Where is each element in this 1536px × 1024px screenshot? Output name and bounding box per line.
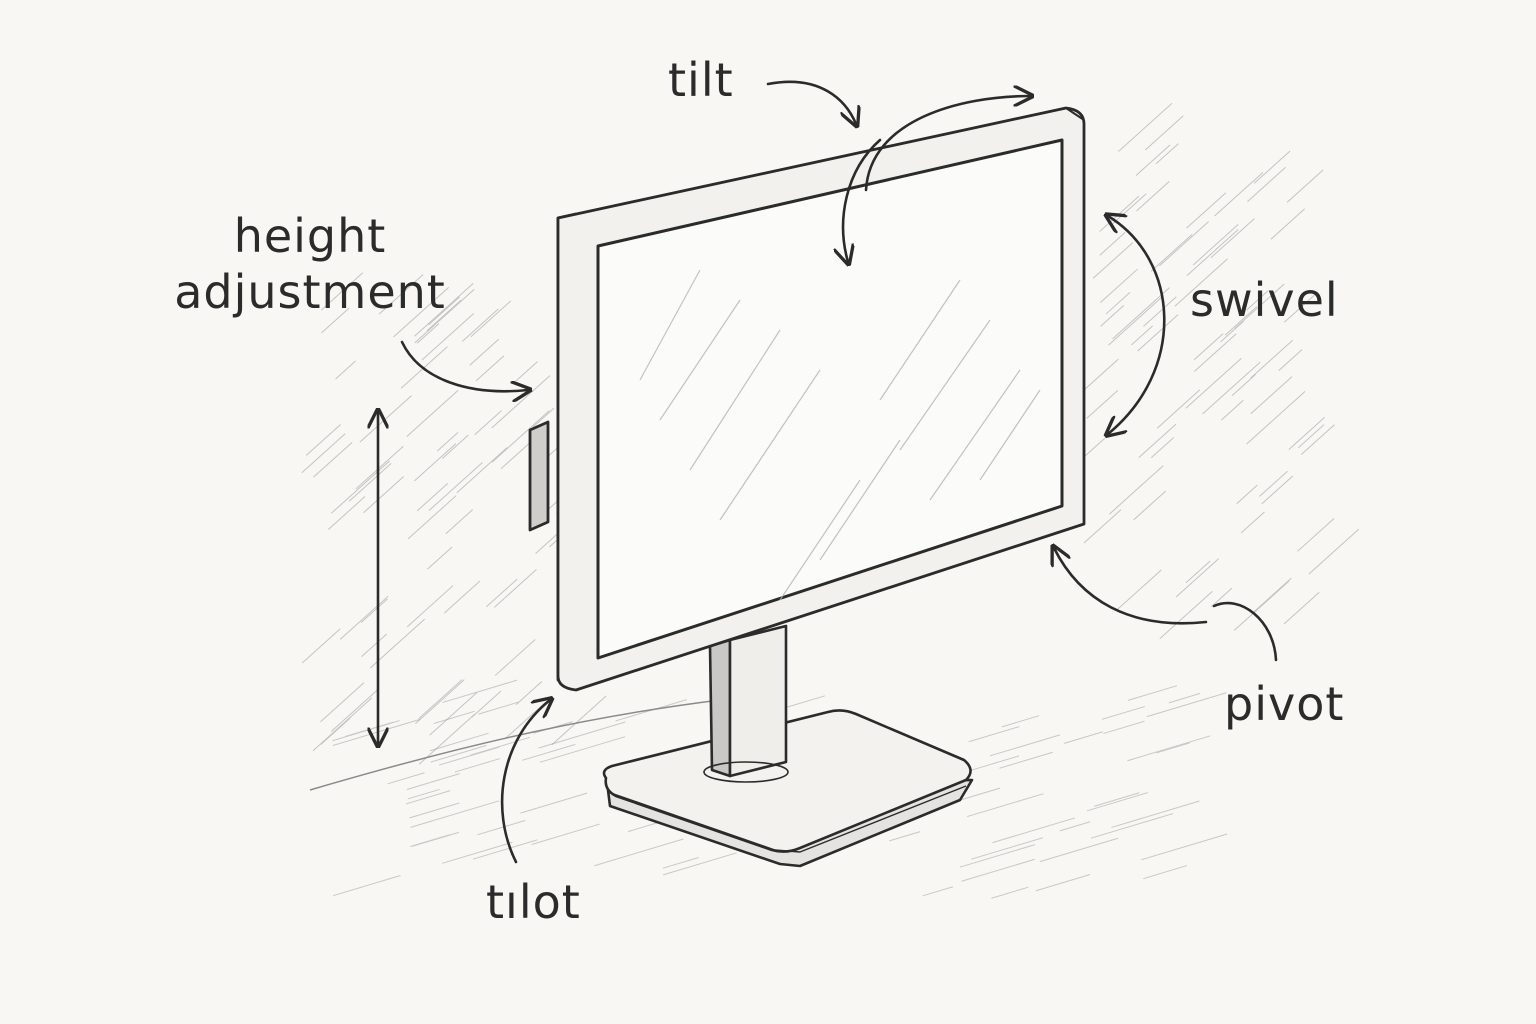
height-adjustment-label: height adjustment — [170, 208, 450, 320]
height-label-line1: height — [233, 209, 387, 263]
stand-base — [602, 709, 974, 868]
screen-glare — [639, 269, 1041, 601]
tilt-arrow — [766, 80, 856, 124]
floor-line — [309, 699, 721, 791]
height-label-line2: adjustment — [174, 265, 446, 319]
tilt-label: tilt — [668, 53, 734, 107]
swivel-arc-arrow — [1108, 216, 1166, 434]
pivot-arrow — [1054, 548, 1208, 625]
height-pointer-arrow — [400, 340, 528, 391]
swivel-label: swivel — [1190, 273, 1339, 327]
tilot-label: tılot — [486, 875, 581, 929]
tilot-arrow — [500, 700, 550, 864]
tilt-rotation-arrow — [864, 96, 1030, 192]
tilt-rotation-arrow-down — [843, 138, 882, 262]
monitor-body — [528, 106, 1086, 692]
pivot-label: pivot — [1224, 677, 1345, 731]
pivot-curl — [1212, 601, 1278, 662]
arrows — [378, 80, 1278, 864]
stand-neck — [703, 624, 789, 783]
